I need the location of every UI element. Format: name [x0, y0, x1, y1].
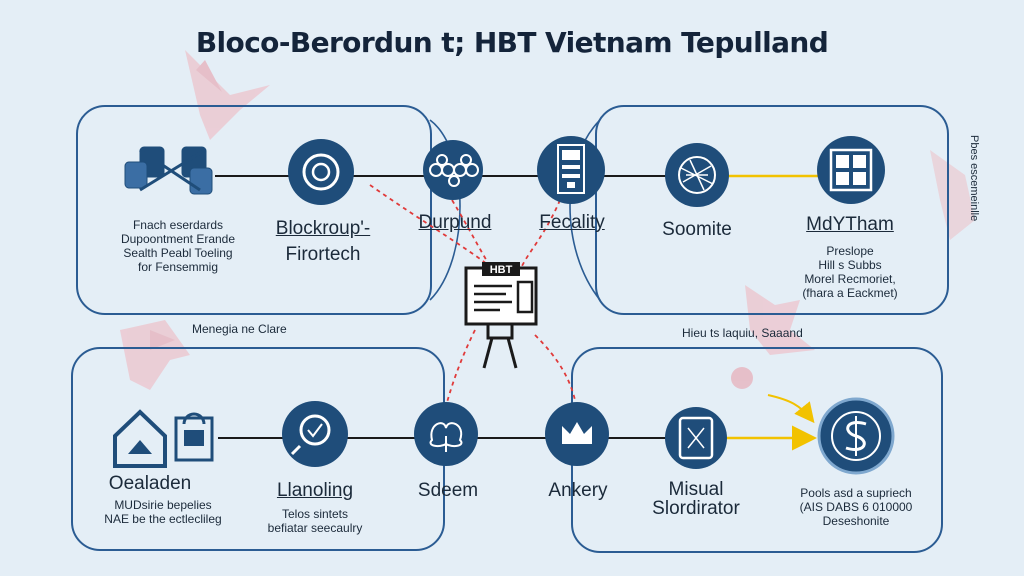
node-label: Ankery [548, 480, 608, 501]
node-label: Firortech [285, 244, 361, 265]
crane-decoration-1 [185, 50, 270, 140]
sub-line: Dupoontment Erande [120, 232, 236, 246]
sub-line: befiatar seecaulry [267, 521, 363, 535]
note-right: Hieu ts laquiu, Saaand [682, 326, 803, 340]
network-icon [423, 140, 483, 200]
node-label: Soomite [662, 219, 732, 240]
node-sub-text: MUDsirie bepelies NAE be the ectleclileg [88, 498, 238, 526]
node-label: MdYTham [806, 214, 894, 235]
dashed-connectors [369, 184, 576, 411]
node-sub-text: Pools asd a supriech (AIS DABS 6 010000 … [786, 486, 926, 528]
sub-line: Hill s Subbs [818, 258, 882, 272]
sub-line: Preslope [826, 244, 874, 258]
curve-connector-top-right [569, 119, 601, 301]
sub-line: (fhara a Eackmet) [802, 286, 898, 300]
blockchain-nodes-icon [124, 146, 213, 195]
crane-decoration-3 [731, 285, 815, 389]
sub-line: Sealth Peabl Toeling [123, 246, 233, 260]
security-search-icon [282, 401, 348, 467]
globe-icon [665, 143, 729, 207]
house-lock-icon [113, 409, 214, 468]
panel-top-right [595, 105, 949, 315]
side-vertical-text: Pbes escemeinlle [968, 135, 980, 222]
target-icon [288, 139, 354, 205]
diagram-title: Bloco-Berordun t; HBT Vietnam Tepulland [195, 26, 829, 59]
node-label: Llanoling [276, 480, 354, 501]
node-sub-text: Fnach eserdards Dupoontment Erande Sealt… [98, 218, 258, 274]
crown-icon [545, 402, 609, 466]
document-board-icon: HBT [464, 262, 538, 369]
crane-decoration-2 [120, 320, 190, 390]
panel-top-left [76, 105, 432, 315]
node-sub-text: Telos sintets befiatar seecaulry [250, 507, 380, 535]
sub-line: Pools asd a supriech [800, 486, 912, 500]
node-label: Misual [668, 479, 724, 500]
node-sub-text: Preslope Hill s Subbs Morel Recmoriet, (… [780, 244, 920, 300]
svg-text:HBT: HBT [490, 264, 513, 276]
sub-line: MUDsirie bepelies [114, 498, 212, 512]
node-label: Blockroup'- [275, 218, 371, 239]
sub-line: NAE be the ectleclileg [104, 512, 222, 526]
curve-connector-top [429, 119, 461, 301]
tablet-icon [665, 407, 727, 469]
node-label: Fecality [539, 212, 605, 233]
node-label: Oealaden [108, 473, 192, 494]
sub-line: for Fensemmig [137, 260, 219, 274]
node-label: Sdeem [417, 480, 479, 501]
note-left: Menegia ne Clare [192, 322, 287, 336]
tree-icon [414, 402, 478, 466]
node-label: Durpund [418, 212, 492, 233]
sub-line: Telos sintets [281, 507, 349, 521]
curved-highlight-arrow [767, 394, 815, 424]
sub-line: Deseshonite [822, 514, 890, 528]
node-label: Slordirator [652, 498, 740, 519]
sub-line: Fnach eserdards [132, 218, 224, 232]
sub-line: Morel Recmoriet, [804, 272, 896, 286]
server-icon [537, 136, 605, 204]
dashboard-icon [817, 136, 885, 204]
crane-decoration-4 [930, 150, 975, 240]
dollar-icon [817, 397, 895, 475]
sub-line: (AIS DABS 6 010000 [799, 500, 913, 514]
